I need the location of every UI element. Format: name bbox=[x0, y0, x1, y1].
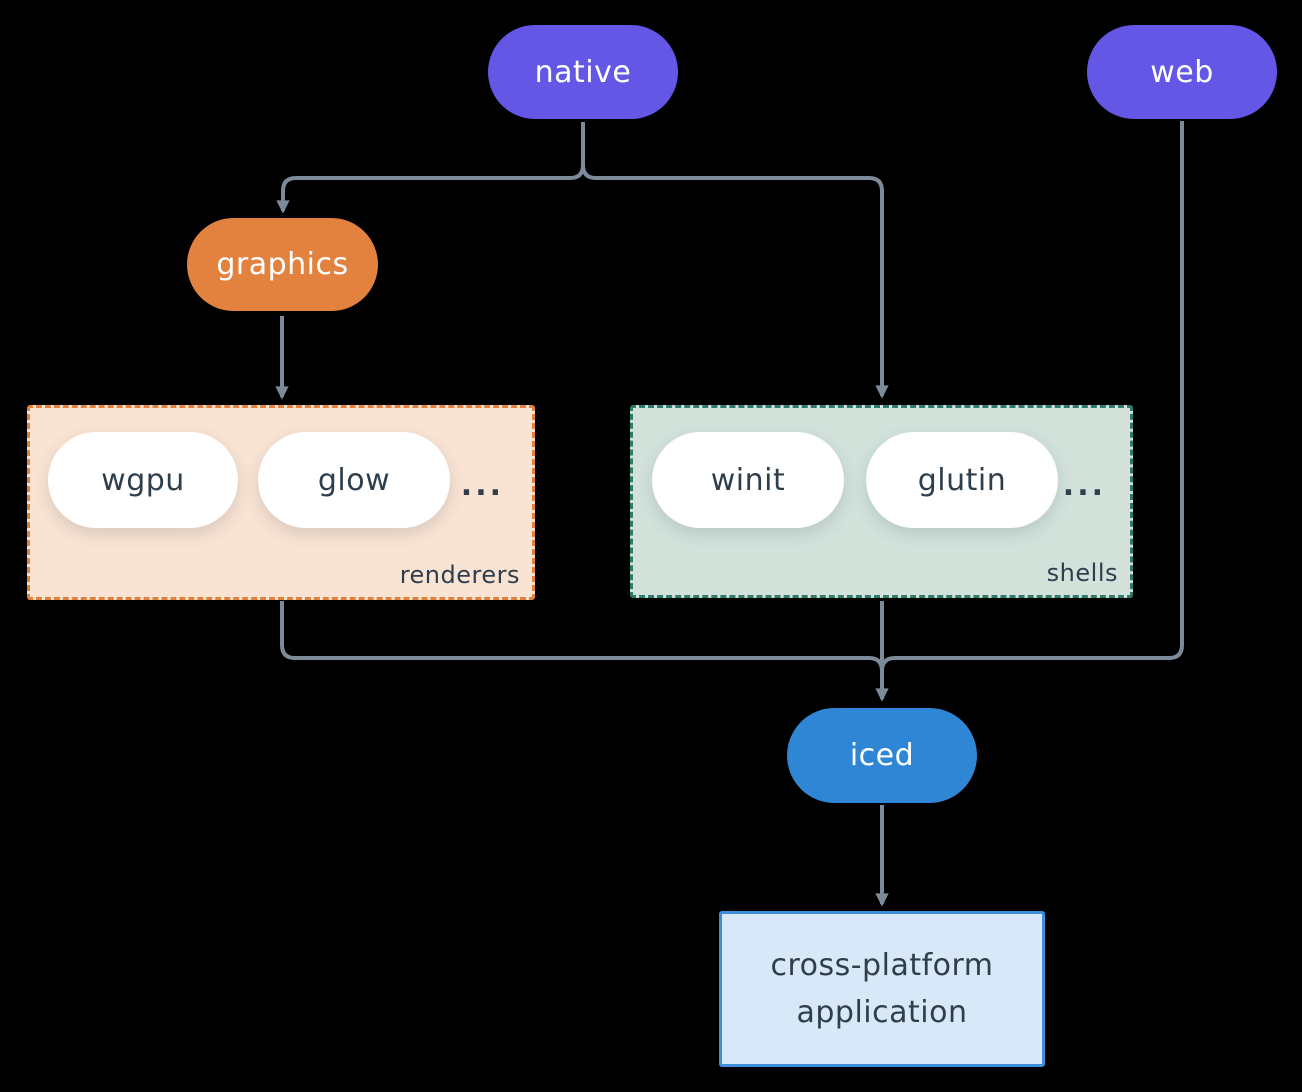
node-cross-platform-application: cross-platform application bbox=[719, 911, 1045, 1067]
node-glutin: glutin bbox=[866, 432, 1058, 528]
edge-native-to-graphics bbox=[276, 122, 585, 214]
node-glow: glow bbox=[258, 432, 450, 528]
renderers-group-label: renderers bbox=[399, 561, 520, 589]
node-graphics: graphics bbox=[187, 218, 378, 311]
edge-renderers-to-junction bbox=[280, 601, 884, 672]
node-web: web bbox=[1087, 25, 1277, 119]
node-iced: iced bbox=[787, 708, 977, 803]
node-winit: winit bbox=[652, 432, 844, 528]
shells-group-label: shells bbox=[1046, 559, 1118, 587]
group-renderers: wgpu glow ... renderers bbox=[27, 405, 535, 600]
shells-ellipsis: ... bbox=[1062, 467, 1106, 503]
renderers-ellipsis: ... bbox=[460, 467, 504, 503]
node-native: native bbox=[488, 25, 678, 119]
node-wgpu: wgpu bbox=[48, 432, 238, 528]
edge-native-to-shells bbox=[581, 122, 889, 399]
group-shells: winit glutin ... shells bbox=[630, 405, 1133, 598]
